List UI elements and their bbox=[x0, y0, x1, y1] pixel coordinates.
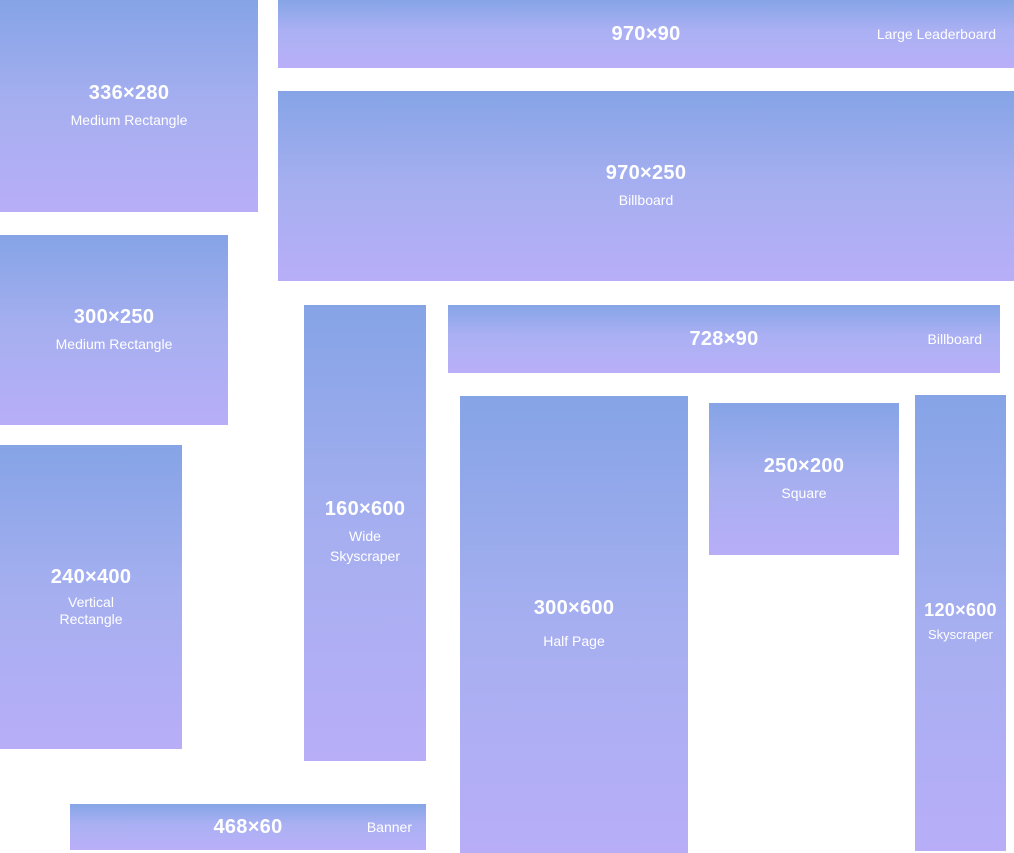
ad-type-label: Vertical Rectangle bbox=[59, 594, 123, 627]
ad-type-label: Billboard bbox=[927, 330, 982, 347]
ad-type-label: Large Leaderboard bbox=[876, 25, 996, 42]
ad-size-label: 300×600 bbox=[533, 597, 615, 620]
ad-billboard-728: 728×90 Billboard bbox=[448, 305, 1000, 373]
ad-type-label: Half Page bbox=[543, 633, 605, 650]
ad-size-label: 120×600 bbox=[924, 599, 997, 620]
ad-size-label: 336×280 bbox=[88, 81, 170, 104]
ad-banner: 468×60 Banner bbox=[70, 804, 426, 850]
ad-size-label: 728×90 bbox=[689, 328, 759, 350]
ad-type-label: Medium Rectangle bbox=[55, 335, 173, 352]
ad-size-label: 160×600 bbox=[324, 498, 406, 520]
ad-square: 250×200 Square bbox=[709, 403, 899, 555]
ad-size-label: 970×90 bbox=[611, 23, 681, 45]
ad-size-label: 300×250 bbox=[73, 305, 155, 328]
ad-type-label: Square bbox=[781, 484, 827, 501]
ad-wide-skyscraper: 160×600 Wide Skyscraper bbox=[304, 305, 426, 761]
ad-vertical-rectangle: 240×400 Vertical Rectangle bbox=[0, 445, 182, 749]
ad-type-label: Skyscraper bbox=[927, 627, 994, 643]
ad-size-label: 250×200 bbox=[763, 454, 845, 477]
ad-medium-rectangle-300: 300×250 Medium Rectangle bbox=[0, 235, 228, 425]
ad-type-label: Billboard bbox=[618, 191, 674, 208]
ad-type-label: Medium Rectangle bbox=[70, 111, 188, 128]
ad-type-label: Wide Skyscraper bbox=[329, 528, 401, 565]
ad-half-page: 300×600 Half Page bbox=[460, 396, 688, 853]
ad-size-label: 468×60 bbox=[213, 816, 283, 838]
ad-size-label: 240×400 bbox=[50, 566, 132, 589]
ad-skyscraper: 120×600 Skyscraper bbox=[915, 395, 1006, 851]
ad-billboard-970: 970×250 Billboard bbox=[278, 91, 1014, 281]
ad-size-label: 970×250 bbox=[605, 161, 687, 184]
ad-large-leaderboard: 970×90 Large Leaderboard bbox=[278, 0, 1014, 68]
ad-medium-rectangle-336: 336×280 Medium Rectangle bbox=[0, 0, 258, 212]
ad-type-label: Banner bbox=[366, 818, 412, 835]
